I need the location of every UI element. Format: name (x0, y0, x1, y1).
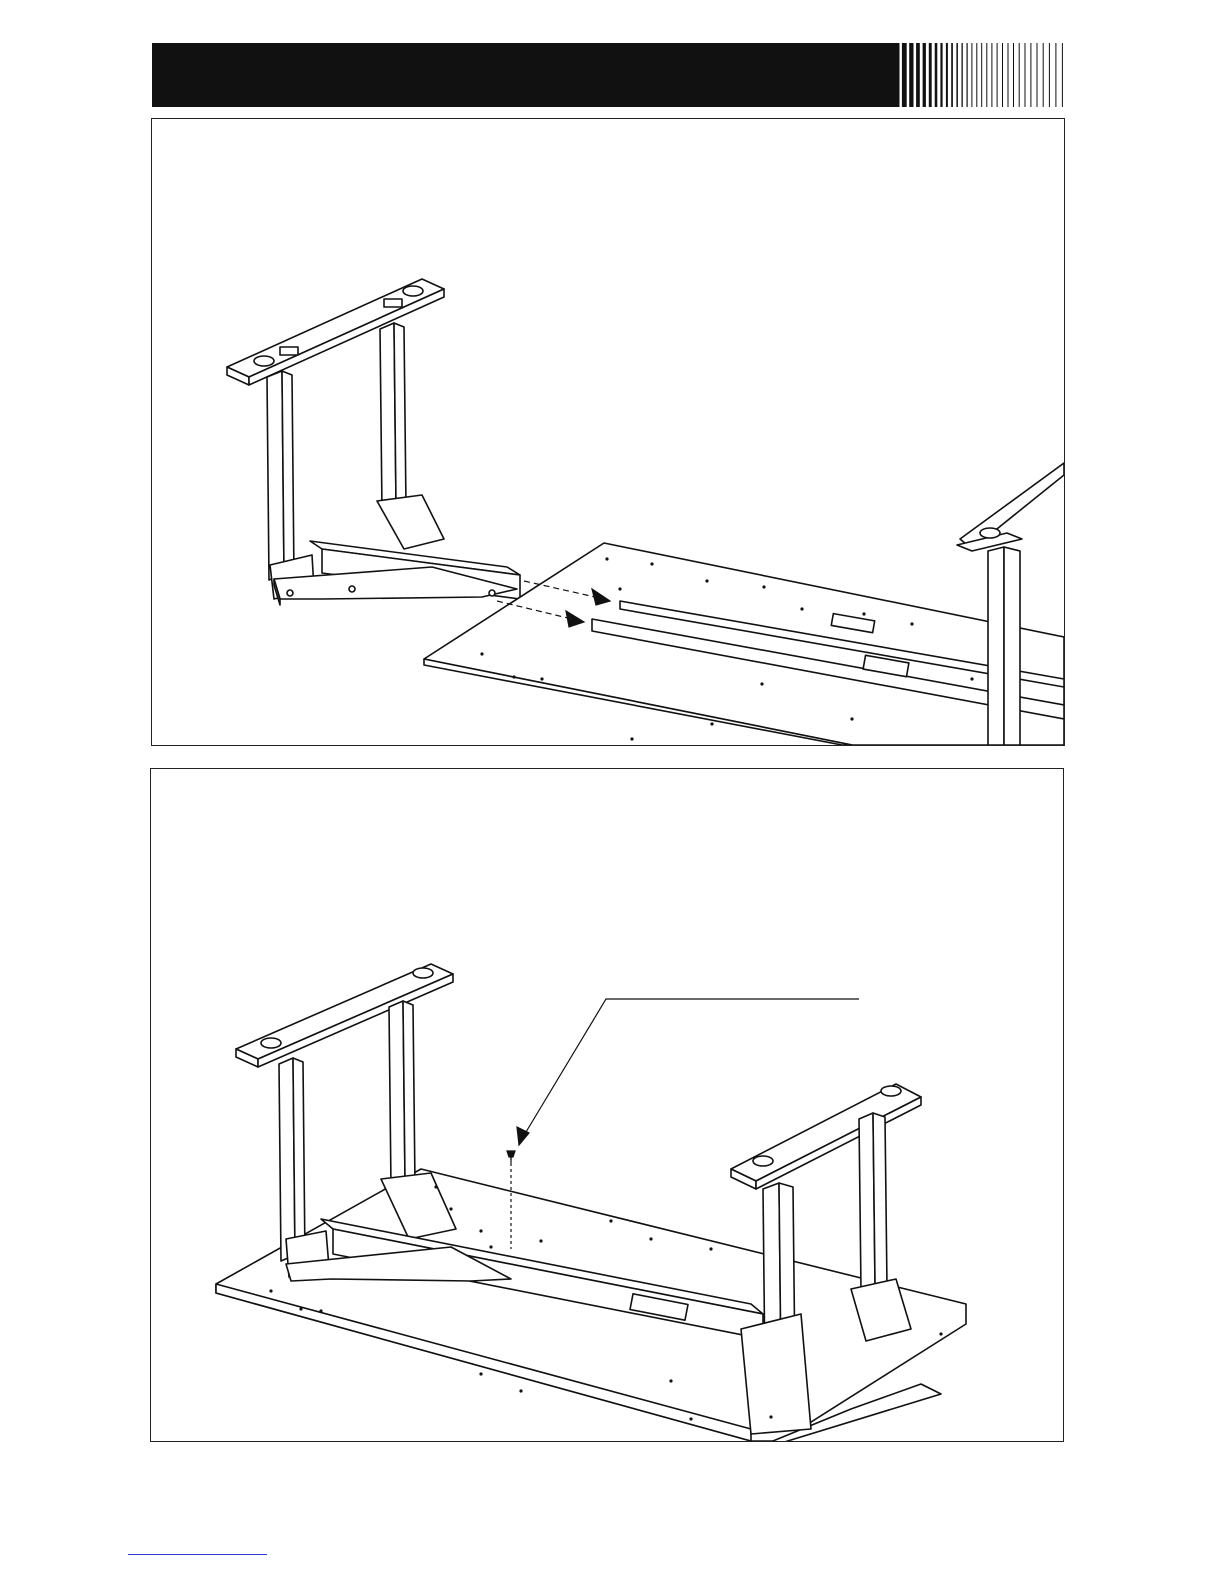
stripe (916, 43, 920, 107)
stripe (962, 43, 963, 107)
drill-hole (319, 1309, 322, 1312)
drill-hole (269, 1289, 272, 1292)
stripe (951, 43, 953, 107)
drill-hole (479, 1372, 482, 1375)
drill-hole (862, 612, 865, 615)
drill-hole (434, 1185, 437, 1188)
stripe (1008, 43, 1009, 107)
tabletop-icon (424, 463, 1064, 745)
footer-link-rule (128, 1554, 267, 1555)
table-leg-frame-icon (227, 279, 520, 605)
drill-hole (689, 1417, 692, 1420)
stripe (976, 43, 977, 107)
stripe (991, 43, 992, 107)
drill-hole (769, 1415, 772, 1418)
drill-hole (762, 585, 765, 588)
stripe (940, 43, 942, 107)
drill-hole (709, 1247, 712, 1250)
leader-line-icon (517, 999, 859, 1145)
drill-hole (650, 562, 653, 565)
figure-panel-insert-crossbar (151, 118, 1065, 746)
stripe (1019, 43, 1020, 107)
stripe (1037, 43, 1038, 107)
stripe (971, 43, 972, 107)
drill-hole (519, 1389, 522, 1392)
drill-hole (512, 675, 515, 678)
assembly-illustration-step-1 (152, 119, 1064, 745)
stripe (1013, 43, 1014, 107)
drill-hole (939, 1332, 942, 1335)
drill-hole (630, 737, 633, 740)
stripe (956, 43, 958, 107)
drill-hole (970, 677, 973, 680)
stripe (909, 43, 913, 107)
stripe (986, 43, 987, 107)
figure-panel-fasten-screw (150, 768, 1064, 1442)
drill-hole (910, 622, 913, 625)
drill-hole (449, 1207, 452, 1210)
stripe (902, 43, 907, 107)
header-bar (152, 43, 1066, 107)
drill-hole (299, 1307, 302, 1310)
drill-hole (618, 587, 621, 590)
stripe (935, 43, 938, 107)
drill-hole (710, 722, 713, 725)
drill-hole (669, 1379, 672, 1382)
stripe (929, 43, 932, 107)
stripe (1030, 43, 1031, 107)
barcode-stripes-icon (894, 43, 1066, 107)
drill-hole (539, 1239, 542, 1242)
stripe (967, 43, 968, 107)
drill-hole (705, 579, 708, 582)
drill-hole (480, 652, 483, 655)
stripe (997, 43, 998, 107)
stripe (981, 43, 982, 107)
drill-hole (489, 1245, 492, 1248)
drill-hole (850, 717, 853, 720)
stripe (1025, 43, 1026, 107)
drill-hole (479, 1229, 482, 1232)
drill-hole (609, 1219, 612, 1222)
assembly-illustration-step-2 (151, 769, 1063, 1441)
stripe (1062, 43, 1063, 107)
stripe (1002, 43, 1003, 107)
header-stripes-decor (894, 43, 1066, 107)
stripe (1043, 43, 1044, 107)
drill-hole (800, 607, 803, 610)
stripe (1049, 43, 1050, 107)
stripe (923, 43, 926, 107)
drill-hole (649, 1237, 652, 1240)
drill-hole (540, 677, 543, 680)
drill-hole (605, 557, 608, 560)
stripe (946, 43, 948, 107)
stripe (1055, 43, 1056, 107)
stripe (894, 43, 900, 107)
drill-hole (760, 682, 763, 685)
